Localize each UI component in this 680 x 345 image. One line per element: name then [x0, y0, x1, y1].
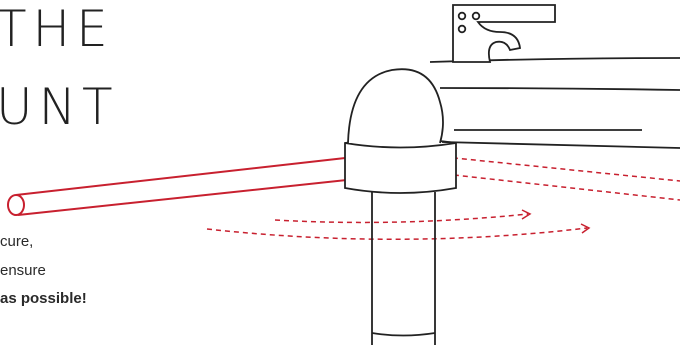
headline-line-2: UNT: [0, 78, 119, 136]
body-text-line-2: ensure: [0, 262, 46, 279]
body-text-line-3: as possible!: [0, 290, 87, 307]
arrow-heads: [521, 209, 591, 234]
hitch-ball: [347, 68, 444, 144]
hitch-post: [371, 192, 436, 345]
body-text-line-1: cure,: [0, 233, 34, 250]
headline-line-1: THE: [0, 0, 114, 58]
pin-hidden-path: [420, 154, 680, 201]
latch-handle: [452, 4, 556, 63]
hitch-collar: [344, 138, 457, 194]
lock-pin: [7, 153, 378, 216]
rotation-arrows: [206, 213, 588, 240]
coupler-body: [429, 57, 680, 149]
